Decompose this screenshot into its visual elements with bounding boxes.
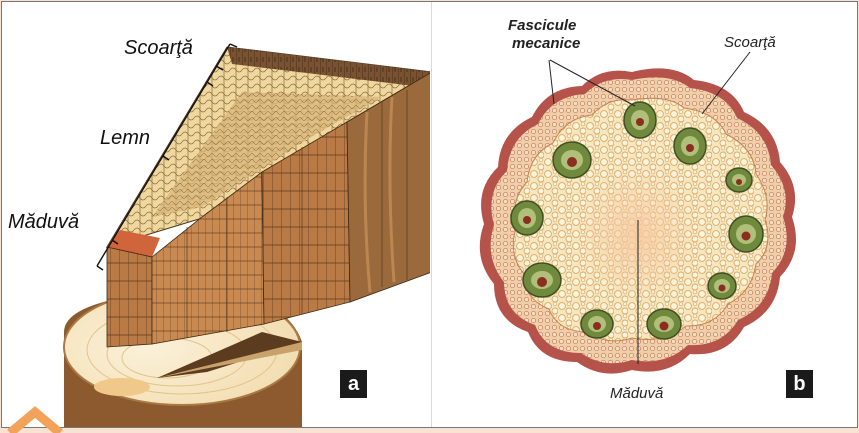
trunk-illustration: Scoarţă Lemn Măduvă xyxy=(2,2,430,427)
chevron-up-icon xyxy=(0,398,70,433)
panel-badge-a: a xyxy=(340,370,367,398)
bundle xyxy=(708,273,736,299)
bundle xyxy=(581,310,613,338)
label-wood-a: Lemn xyxy=(100,127,150,149)
label-fascicles-line2: mecanice xyxy=(512,35,580,52)
label-bark-b: Scoarţă xyxy=(724,34,776,51)
bundle xyxy=(624,102,656,138)
bundle xyxy=(553,142,591,178)
bundle xyxy=(511,201,543,235)
panel-b-stem-cross-section: Fascicule mecanice Scoarţă Măduvă b xyxy=(432,2,857,427)
bundle xyxy=(647,309,681,339)
label-bark-a: Scoarţă xyxy=(124,37,193,59)
bundle xyxy=(523,263,561,297)
panel-a-trunk-section: Scoarţă Lemn Măduvă a xyxy=(2,2,430,427)
bundle xyxy=(674,128,706,164)
corner-chevron-decoration xyxy=(0,398,70,433)
panel-badge-b: b xyxy=(786,370,813,398)
label-pith-a: Măduvă xyxy=(8,211,79,233)
label-fascicles-line1: Fascicule xyxy=(508,17,576,34)
bundle xyxy=(729,216,763,252)
bundle xyxy=(726,168,752,192)
label-pith-b: Măduvă xyxy=(610,385,663,402)
stem-section-illustration: Fascicule mecanice Scoarţă Măduvă xyxy=(432,2,857,427)
